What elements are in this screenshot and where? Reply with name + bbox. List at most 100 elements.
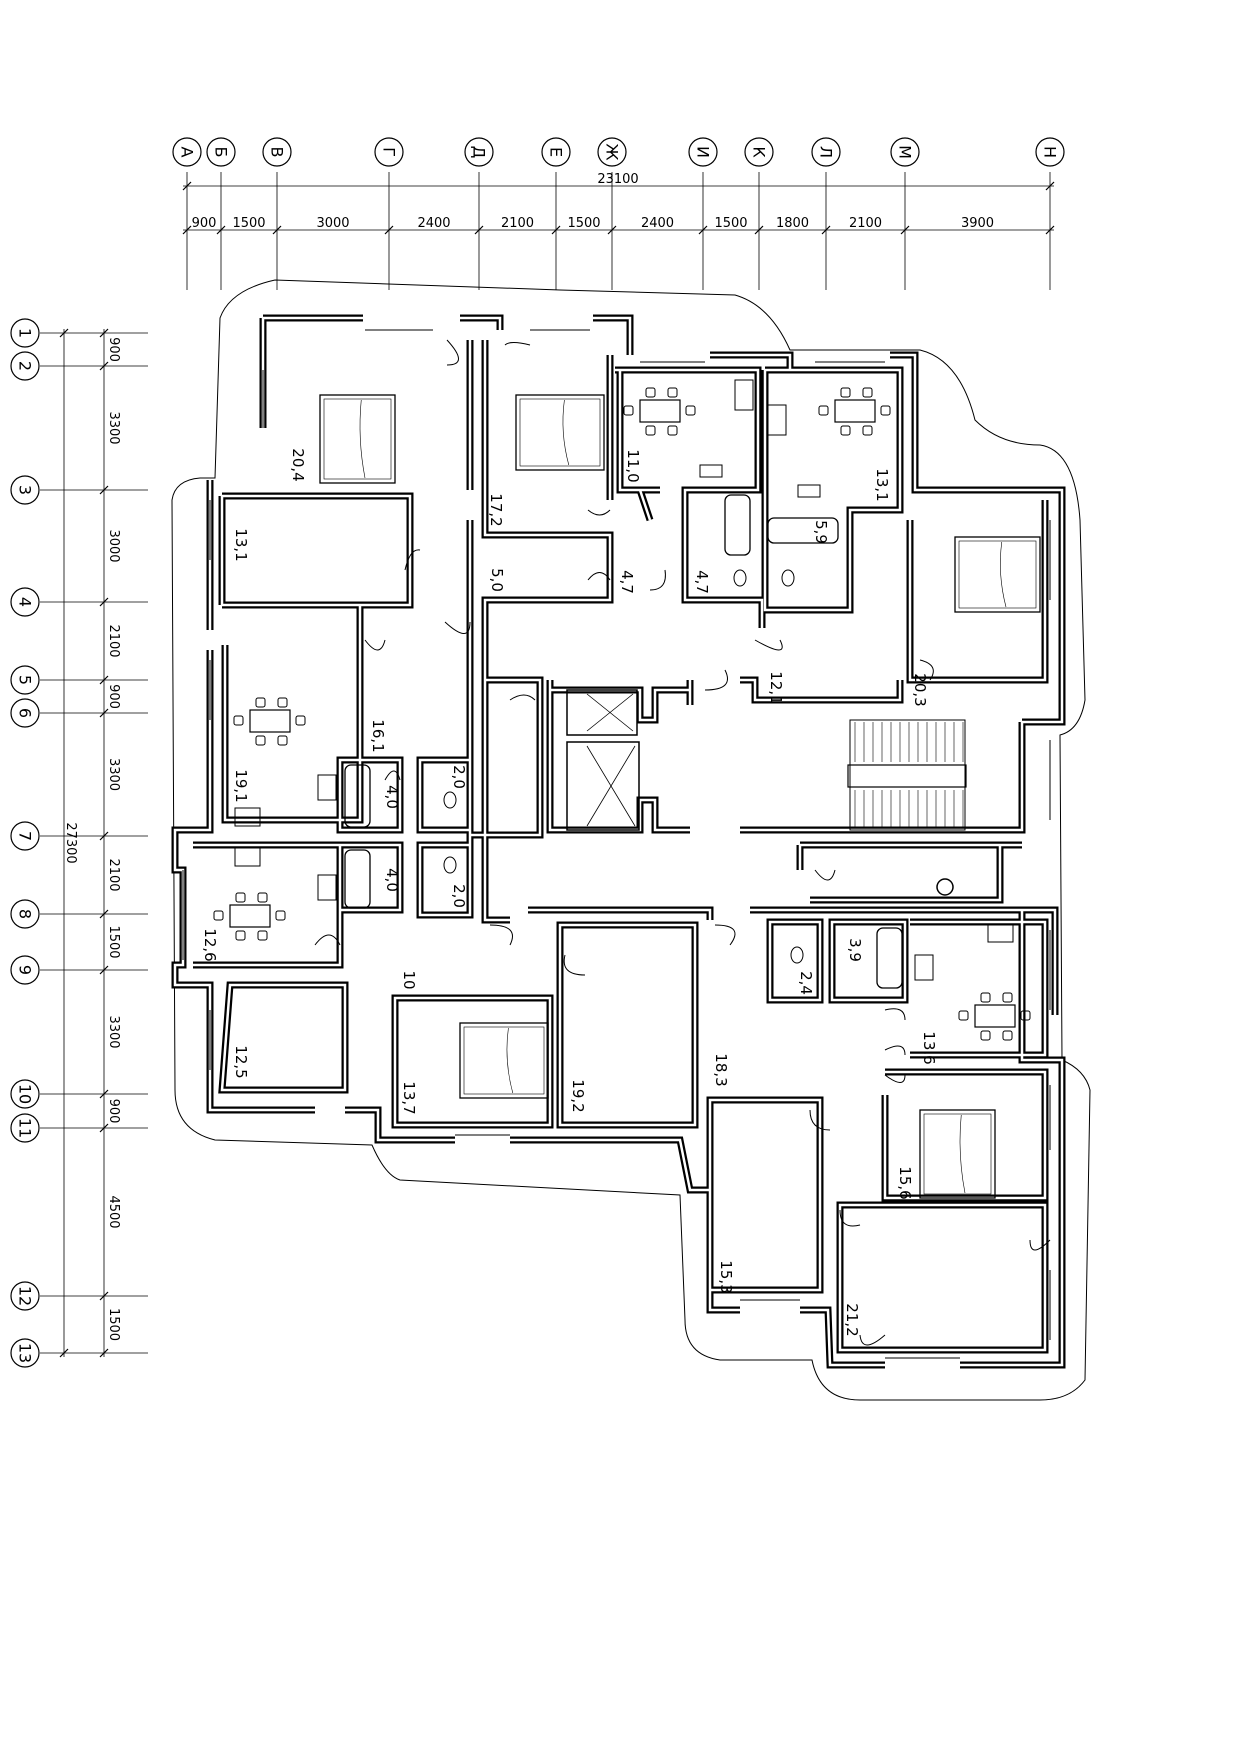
col-axis-bubble (262, 137, 292, 167)
kitchen-unit (234, 807, 261, 827)
bathtub (724, 494, 751, 556)
col-axis-bubble (206, 137, 236, 167)
row-axis-label: 1 (16, 328, 35, 338)
door-swing (314, 934, 341, 946)
elevator-shaft (566, 689, 638, 736)
bed-fold (359, 399, 366, 479)
row-axis-bubble (10, 698, 40, 728)
row-axis-bubble (10, 318, 40, 348)
kitchen-unit (987, 923, 1014, 943)
slab-edge (171, 279, 1091, 1401)
chair (235, 892, 246, 903)
row-seg-dim: 3300 (106, 411, 121, 444)
row-axis-bubble (10, 955, 40, 985)
col-axis-bubble (688, 137, 718, 167)
col-axis-label: Е (547, 147, 566, 157)
wall (836, 1201, 1049, 1354)
pipe-riser (936, 878, 954, 896)
row-seg-dim: 900 (106, 684, 121, 709)
bed-fold (506, 1027, 514, 1094)
chair (862, 387, 873, 398)
row-axis-label: 3 (16, 485, 35, 495)
door-swing (444, 621, 471, 634)
bed (515, 394, 605, 471)
door-swing (1029, 1239, 1051, 1251)
kitchen-unit (797, 484, 821, 498)
room-area: 18,3 (712, 1053, 730, 1086)
row-axis-label: 8 (16, 909, 35, 919)
chair (255, 735, 266, 746)
toilet (733, 569, 747, 587)
room-area: 10 (400, 970, 418, 989)
col-seg-dim: 900 (192, 216, 217, 231)
room-area: 4,7 (618, 570, 636, 594)
room-area: 19,2 (569, 1079, 587, 1112)
col-axis-label: Г (380, 147, 399, 157)
chair (958, 1010, 969, 1021)
door-swing (587, 572, 611, 581)
elevator-cross (586, 693, 634, 732)
col-axis-bubble (890, 137, 920, 167)
room-area: 12,5 (232, 1045, 250, 1078)
chair (667, 425, 678, 436)
col-axis-label: М (896, 145, 915, 159)
door-swing (587, 509, 611, 516)
bathtub (767, 517, 839, 544)
room-area: 2,0 (450, 884, 468, 908)
room-area: 3,9 (846, 938, 864, 962)
chair (1002, 992, 1013, 1003)
door-swing (489, 924, 513, 946)
chair (277, 735, 288, 746)
chair (257, 930, 268, 941)
chair (818, 405, 829, 416)
col-seg-dim: 2100 (849, 216, 882, 231)
col-seg-dim: 1500 (567, 216, 600, 231)
kitchen-unit (734, 379, 754, 411)
room-area: 2,0 (450, 765, 468, 789)
row-axis-label: 7 (16, 831, 35, 841)
door-swing (839, 1209, 861, 1227)
room-area: 5,0 (488, 568, 506, 592)
kitchen-unit (914, 954, 934, 981)
room-area: 12,1 (767, 671, 785, 704)
building-outline (171, 279, 1091, 1401)
chair (667, 387, 678, 398)
row-axis-bubble (10, 899, 40, 929)
row-axis-bubble (10, 1338, 40, 1368)
col-axis-bubble (811, 137, 841, 167)
wall (221, 605, 690, 839)
door-swing (884, 1008, 906, 1021)
col-seg-dim: 3000 (316, 216, 349, 231)
room-area: 21,2 (843, 1303, 861, 1336)
row-seg-dim: 2100 (106, 858, 121, 891)
toilet (781, 569, 795, 587)
bathtub (344, 849, 371, 909)
col-axis-bubble (541, 137, 571, 167)
room-area: 20,3 (911, 673, 929, 706)
room-area: 15,6 (896, 1166, 914, 1199)
col-axis-bubble (744, 137, 774, 167)
room-area: 15,3 (717, 1260, 735, 1293)
col-axis-bubble (374, 137, 404, 167)
col-axis-label: Л (817, 146, 836, 158)
chair (840, 387, 851, 398)
row-axis-label: 10 (16, 1084, 35, 1104)
col-axis-label: В (268, 147, 287, 158)
wall (171, 318, 315, 1114)
kitchen-unit (317, 774, 337, 801)
room-area: 4,0 (383, 868, 401, 892)
row-axis-label: 2 (16, 361, 35, 371)
bed-sheet (958, 540, 1037, 609)
row-seg-dim: 3300 (106, 758, 121, 791)
chair (235, 930, 246, 941)
chair (1002, 1030, 1013, 1041)
furniture (213, 379, 1041, 1199)
dining-table (229, 904, 271, 928)
door-swing (364, 639, 386, 651)
chair (862, 425, 873, 436)
toilet (443, 791, 457, 809)
room-area: 4,0 (383, 785, 401, 809)
dining-table (639, 399, 681, 423)
walls (171, 314, 1066, 1369)
